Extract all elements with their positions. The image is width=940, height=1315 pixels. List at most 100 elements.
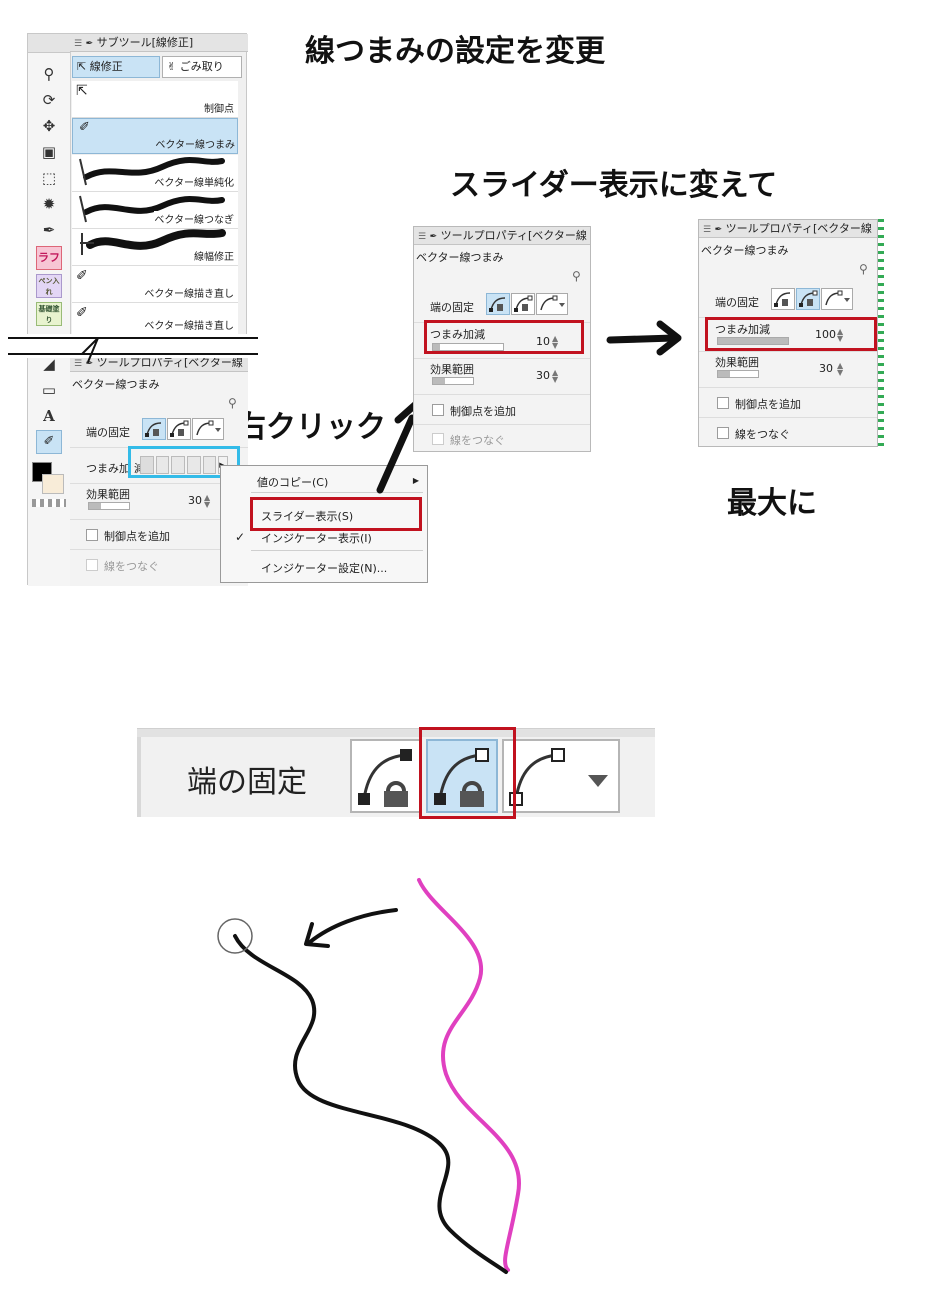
end-fix-row: 端の固定 bbox=[70, 412, 248, 448]
line-correction-tool-icon[interactable]: ✐ bbox=[36, 430, 62, 454]
menu-item-indicator-settings[interactable]: インジケーター設定(N)... bbox=[261, 562, 388, 575]
pinch-spinner[interactable]: ▲▼ bbox=[837, 327, 844, 343]
effect-range-row: 効果範囲 30 ▲▼ bbox=[699, 352, 877, 388]
zoom-panel-left-edge bbox=[137, 737, 141, 817]
context-menu: 値のコピー(C) ▶ スライダー表示(S) ✓ インジケーター表示(I) インジ… bbox=[220, 465, 428, 583]
effect-range-slider[interactable] bbox=[432, 377, 474, 385]
rough-tool-button[interactable]: ラフ bbox=[36, 246, 62, 270]
property-panel-slider-100: ☰ ✒ ツールプロパティ[ベクター線 ベクター線つまみ ⚲ 端の固定 つまみ加減… bbox=[698, 219, 878, 447]
curved-arrow-head-icon bbox=[304, 922, 330, 948]
connect-line-checkbox bbox=[432, 433, 444, 445]
inking-tool-button[interactable]: ペン入れ bbox=[36, 274, 62, 298]
selection-tool-icon[interactable]: ⬚ bbox=[41, 169, 57, 187]
stroke-illustration bbox=[217, 878, 522, 1274]
rotate-tool-icon[interactable]: ⟳ bbox=[42, 91, 56, 109]
end-fix-start-button[interactable] bbox=[167, 418, 191, 440]
magnifier-icon[interactable]: ⚲ bbox=[228, 396, 237, 410]
add-control-point-checkbox[interactable] bbox=[717, 397, 729, 409]
rectangle-tool-icon[interactable]: ▭ bbox=[41, 381, 57, 399]
add-control-point-checkbox[interactable] bbox=[86, 529, 98, 541]
magnifier-icon[interactable]: ⚲ bbox=[572, 269, 581, 283]
pinch-slider-max-highlight bbox=[705, 317, 877, 351]
panel-menu-icon[interactable]: ☰ bbox=[703, 225, 712, 235]
move-tool-icon[interactable]: ✥ bbox=[42, 117, 56, 135]
end-fix-both-button[interactable] bbox=[142, 418, 166, 440]
end-fix-both-button[interactable] bbox=[771, 288, 795, 310]
end-fix-dropdown-button[interactable] bbox=[821, 288, 853, 310]
pinch-slider[interactable] bbox=[432, 343, 504, 351]
menu-item-indicator-display[interactable]: インジケーター表示(I) bbox=[261, 532, 372, 545]
panel-menu-icon[interactable]: ☰ bbox=[74, 359, 83, 369]
magnifier-icon[interactable]: ⚲ bbox=[859, 262, 868, 276]
add-control-point-row[interactable]: 制御点を追加 bbox=[70, 520, 248, 550]
pinch-label: つまみ加 bbox=[86, 462, 130, 475]
heading-right-click: 右クリック bbox=[232, 402, 390, 446]
panel-menu-icon[interactable]: ☰ bbox=[418, 232, 427, 242]
effect-range-row: 効果範囲 30 ▲▼ bbox=[414, 359, 590, 395]
pinch-icon: ✐ bbox=[79, 120, 90, 135]
eyedropper-tool-icon[interactable]: ✒ bbox=[42, 221, 56, 239]
menu-item-slider-display[interactable]: スライダー表示(S) bbox=[261, 510, 354, 523]
tab-dust-removal-label: ごみ取り bbox=[179, 60, 224, 73]
add-control-point-checkbox[interactable] bbox=[432, 404, 444, 416]
transparent-color-swatch[interactable] bbox=[32, 499, 66, 507]
zoom-end-fix-both-button[interactable] bbox=[350, 739, 422, 813]
end-fix-both-button[interactable] bbox=[486, 293, 510, 315]
zoom-end-fix-start-button[interactable] bbox=[426, 739, 498, 813]
pinch-spinner[interactable]: ▲▼ bbox=[552, 334, 559, 350]
effect-range-slider[interactable] bbox=[717, 370, 759, 378]
effect-range-spinner[interactable]: ▲▼ bbox=[552, 368, 559, 384]
end-fix-start-button[interactable] bbox=[511, 293, 535, 315]
subtool-item-vector-redraw-2[interactable]: ✐ ベクター線描き直し bbox=[72, 303, 238, 334]
pinch-value: 100 bbox=[815, 328, 836, 341]
property-panel-slider-10: ☰ ✒ ツールプロパティ[ベクター線 ベクター線つまみ ⚲ 端の固定 つまみ加減… bbox=[413, 226, 591, 452]
sub-color-swatch[interactable] bbox=[42, 474, 64, 494]
connect-line-row[interactable]: 線をつなぐ bbox=[699, 418, 877, 446]
effect-range-slider[interactable] bbox=[88, 502, 130, 510]
gradient-tool-icon[interactable]: ◢ bbox=[43, 355, 55, 373]
end-fix-dropdown-button[interactable] bbox=[192, 418, 224, 440]
zoom-tool-icon[interactable]: ⚲ bbox=[43, 65, 55, 83]
pinch-label: つまみ加減 bbox=[715, 323, 770, 336]
end-fix-start-button[interactable] bbox=[796, 288, 820, 310]
subtool-item-control-point[interactable]: ⇱ 制御点 bbox=[72, 81, 238, 118]
add-control-point-row[interactable]: 制御点を追加 bbox=[414, 395, 590, 425]
effect-range-spinner[interactable]: ▲▼ bbox=[837, 361, 844, 377]
menu-item-copy-value[interactable]: 値のコピー(C) bbox=[257, 476, 329, 489]
add-control-point-label: 制御点を追加 bbox=[735, 398, 801, 411]
zoom-end-fix-dropdown-button[interactable] bbox=[502, 739, 620, 813]
tool-column-header bbox=[28, 34, 70, 53]
auto-select-tool-icon[interactable]: ✹ bbox=[42, 195, 56, 213]
base-fill-tool-button[interactable]: 基礎塗り bbox=[36, 302, 62, 326]
pinch-slider[interactable] bbox=[717, 337, 789, 345]
end-fix-row: 端の固定 bbox=[699, 282, 877, 318]
menu-divider bbox=[251, 550, 423, 551]
cut-mark bbox=[0, 334, 262, 363]
curved-arrow-icon bbox=[308, 908, 398, 944]
tab-line-correction-label: 線修正 bbox=[89, 60, 123, 73]
redraw-icon: ✐ bbox=[76, 305, 88, 321]
effect-range-spinner[interactable]: ▲▼ bbox=[204, 493, 211, 509]
connect-line-checkbox[interactable] bbox=[717, 427, 729, 439]
checkmark-icon: ✓ bbox=[235, 530, 246, 544]
end-fix-label: 端の固定 bbox=[430, 301, 474, 314]
curve-lock-icon bbox=[774, 292, 791, 307]
tab-line-correction[interactable]: ⇱ 線修正 bbox=[72, 56, 160, 78]
tab-dust-removal[interactable]: ✌ ごみ取り bbox=[162, 56, 242, 78]
stroke-preview-icon bbox=[79, 195, 225, 223]
end-fix-dropdown-button[interactable] bbox=[536, 293, 568, 315]
subtool-item-vector-connect[interactable]: ベクター線つなぎ bbox=[72, 192, 238, 229]
subtool-item-vector-redraw[interactable]: ✐ ベクター線描き直し bbox=[72, 266, 238, 303]
subtool-item-vector-pinch[interactable]: ✐ ベクター線つまみ bbox=[72, 118, 238, 154]
black-stroke bbox=[233, 934, 508, 1274]
add-control-point-row[interactable]: 制御点を追加 bbox=[699, 388, 877, 418]
pinch-label-tail: 減 bbox=[134, 460, 145, 476]
subtool-item-width-correction[interactable]: 線幅修正 bbox=[72, 229, 238, 266]
effect-range-value: 30 bbox=[819, 362, 833, 375]
text-tool-icon[interactable]: A bbox=[43, 407, 55, 425]
effect-range-row: 効果範囲 30 ▲▼ bbox=[70, 484, 248, 520]
object-tool-icon[interactable]: ▣ bbox=[41, 143, 57, 161]
panel-menu-icon[interactable]: ☰ bbox=[74, 39, 83, 49]
subtool-item-label: ベクター線つなぎ bbox=[154, 211, 234, 226]
subtool-item-vector-simplify[interactable]: ベクター線単純化 bbox=[72, 155, 238, 192]
